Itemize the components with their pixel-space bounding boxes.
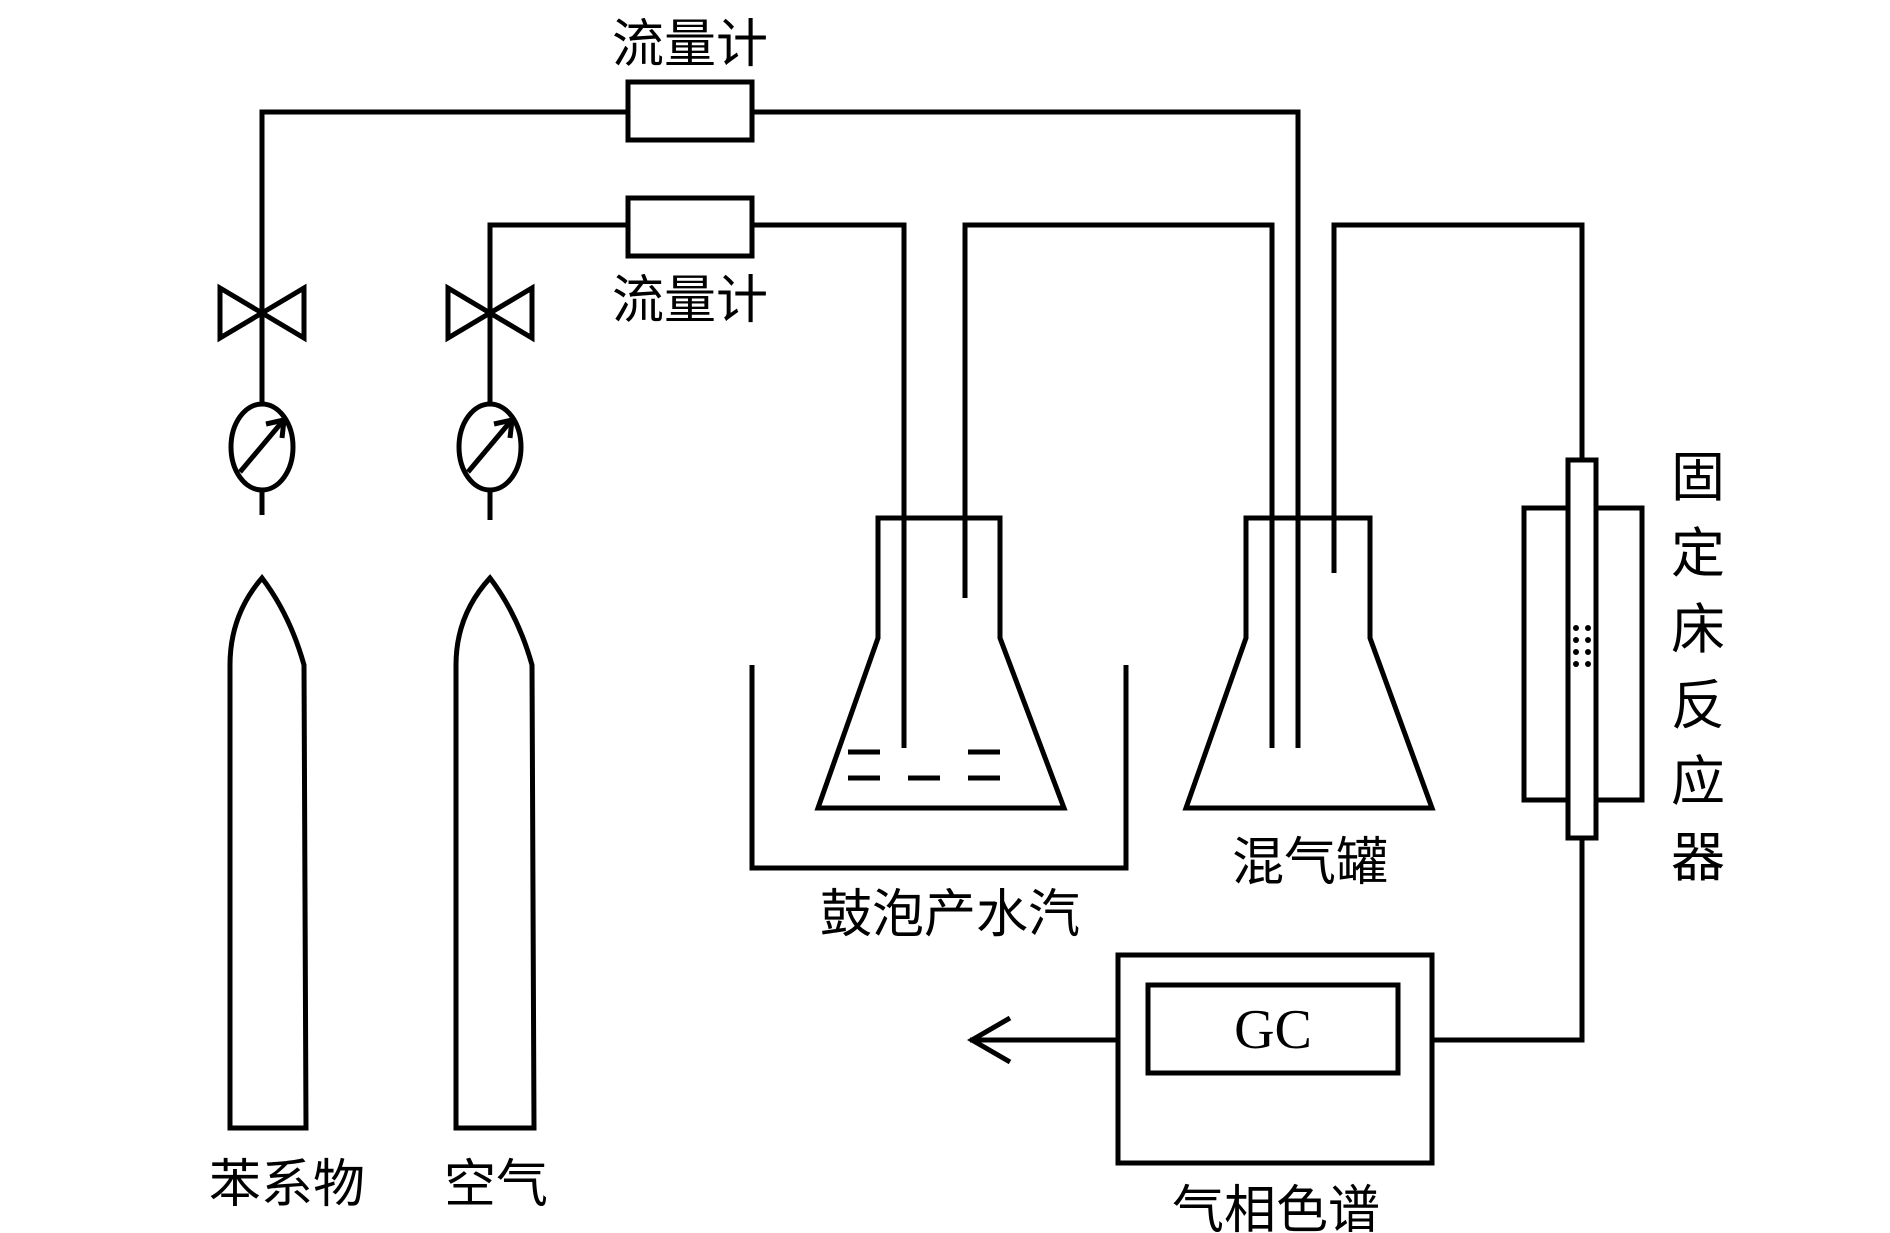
cylinder-right-label: 空气 [444, 1155, 548, 1215]
gas-cylinder-icon [227, 574, 309, 1131]
line-mixer-to-reactor [1331, 222, 1585, 573]
mixing-tank-flask [1182, 515, 1436, 811]
reactor-tube [1565, 457, 1599, 841]
water-level-marks [848, 749, 1000, 781]
reactor-label: 固 定 床 反 应 器 [1671, 446, 1725, 889]
bubbler-label: 鼓泡产水汽 [820, 885, 1080, 945]
mixing-tank-label: 混气罐 [1232, 833, 1388, 893]
reactor-label-char: 反 [1671, 674, 1725, 737]
reactor-label-char: 器 [1671, 826, 1725, 889]
reactor-label-char: 应 [1671, 750, 1725, 813]
gas-cylinder-icon [453, 574, 537, 1131]
line-bubbler-to-mixer [962, 222, 1275, 748]
flowmeter-bottom [625, 195, 755, 259]
gc-instrument-label: 气相色谱 [1172, 1181, 1380, 1233]
reactor-label-char: 床 [1671, 598, 1725, 661]
gc-screen-label: GC [1234, 999, 1312, 1061]
catalyst-bed [1573, 625, 1591, 667]
flowmeter-top [625, 79, 755, 143]
pressure-gauge-icon [228, 401, 296, 493]
valve-icon [217, 283, 307, 343]
cylinder-left-label: 苯系物 [209, 1155, 365, 1215]
valve-icon [445, 283, 535, 343]
flowmeter-bottom-label: 流量计 [612, 271, 768, 331]
flowmeter-top-label: 流量计 [612, 15, 768, 75]
line-reactor-to-gc [1430, 838, 1585, 1043]
bubbler-flask [814, 515, 1068, 811]
water-bath [749, 665, 1129, 871]
line-benzene-to-mixer [259, 109, 1301, 748]
gc-screen [1145, 982, 1401, 1076]
reactor-label-char: 定 [1671, 522, 1725, 585]
reactor-label-char: 固 [1671, 446, 1725, 509]
arrow-left-icon [967, 1015, 1012, 1065]
pressure-gauge-icon [456, 401, 524, 493]
